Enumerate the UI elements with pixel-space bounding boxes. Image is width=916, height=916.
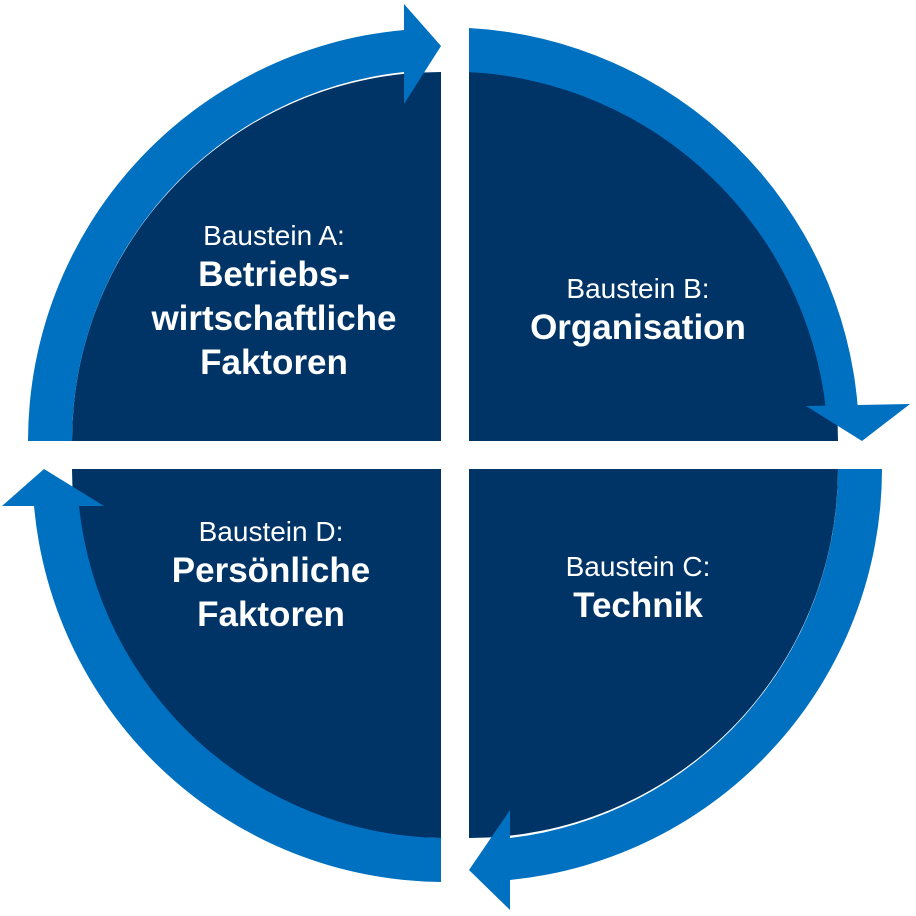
arc-arrow-c xyxy=(510,469,882,880)
quadrant-c xyxy=(469,469,838,838)
arrowhead-d xyxy=(2,469,104,506)
arc-arrow-b xyxy=(469,28,858,410)
arc-arrow-d xyxy=(34,506,441,882)
quadrant-a-title-line-2: wirtschaftliche xyxy=(151,299,397,339)
quadrant-b xyxy=(469,72,838,441)
quadrant-c-title-line-1: Technik xyxy=(573,585,703,625)
quadrant-d-subtitle: Baustein D: xyxy=(198,516,344,547)
quadrant-d-text: Baustein D: Persönliche Faktoren xyxy=(121,515,421,637)
quadrant-b-title-line-1: Organisation xyxy=(530,307,746,347)
quadrant-c-subtitle: Baustein C: xyxy=(565,551,711,582)
arrowhead-c xyxy=(469,810,510,910)
quadrant-d-title-line-2: Faktoren xyxy=(197,595,345,635)
quadrant-a-subtitle: Baustein A: xyxy=(203,220,345,251)
quadrant-d-title-line-1: Persönliche xyxy=(171,550,371,590)
arc-arrow-a xyxy=(28,30,404,441)
quadrant-a xyxy=(72,72,441,441)
quadrant-a-title-line-1: Betriebs- xyxy=(198,254,350,294)
quadrant-a-text: Baustein A: Betriebs- wirtschaftliche Fa… xyxy=(124,219,424,386)
arrowhead-b xyxy=(806,404,910,441)
quadrant-b-subtitle: Baustein B: xyxy=(566,273,710,304)
quadrant-d xyxy=(72,469,441,838)
quadrant-a-title-line-3: Faktoren xyxy=(200,343,348,383)
quadrant-b-text: Baustein B: Organisation xyxy=(488,272,788,350)
quadrant-c-text: Baustein C: Technik xyxy=(488,550,788,628)
arrowhead-a xyxy=(404,4,441,104)
